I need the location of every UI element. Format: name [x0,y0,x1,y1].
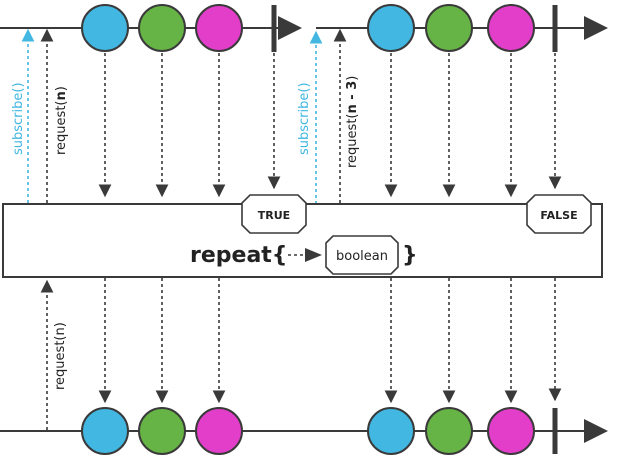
marble-green-out-2 [425,407,473,455]
predicate-box [325,235,399,275]
predicate-label: boolean [336,249,388,264]
subscribe-label-1: subscribe() [11,82,26,155]
marble-blue-source-2 [367,4,415,52]
marble-green-source-1 [138,4,186,52]
output-timeline [0,407,608,455]
emission-arrows-in [98,53,562,198]
request-label-bottom: request(n) [53,322,68,390]
marble-magenta-source-2 [487,4,535,52]
decision-true: TRUE [241,194,307,234]
marble-blue-out-1 [81,407,129,455]
emission-arrows-out [98,278,562,404]
marble-magenta-out-1 [195,407,243,455]
operator-label: repeat{ boolean } [190,235,418,275]
decision-false: FALSE [526,194,592,234]
marble-blue-source-1 [81,4,129,52]
predicate-arrowhead [305,248,322,262]
decision-false-label: FALSE [540,209,577,222]
output-arrowhead [584,419,608,443]
source-timeline-1 [0,4,302,52]
decision-true-label: TRUE [258,209,290,222]
marble-green-out-1 [138,407,186,455]
marble-green-source-2 [425,4,473,52]
subscribe-label-2: subscribe() [297,82,312,155]
source-timeline-2 [316,4,608,52]
request-label-1: request(n) [54,86,69,155]
operator-close: } [402,243,418,268]
timeline-1-arrowhead [278,16,302,40]
marble-magenta-source-1 [195,4,243,52]
request-label-2: request(n - 3) [345,76,360,168]
marble-blue-out-2 [367,407,415,455]
timeline-2-arrowhead [584,16,608,40]
operator-name: repeat{ [190,243,287,268]
marble-magenta-out-2 [487,407,535,455]
